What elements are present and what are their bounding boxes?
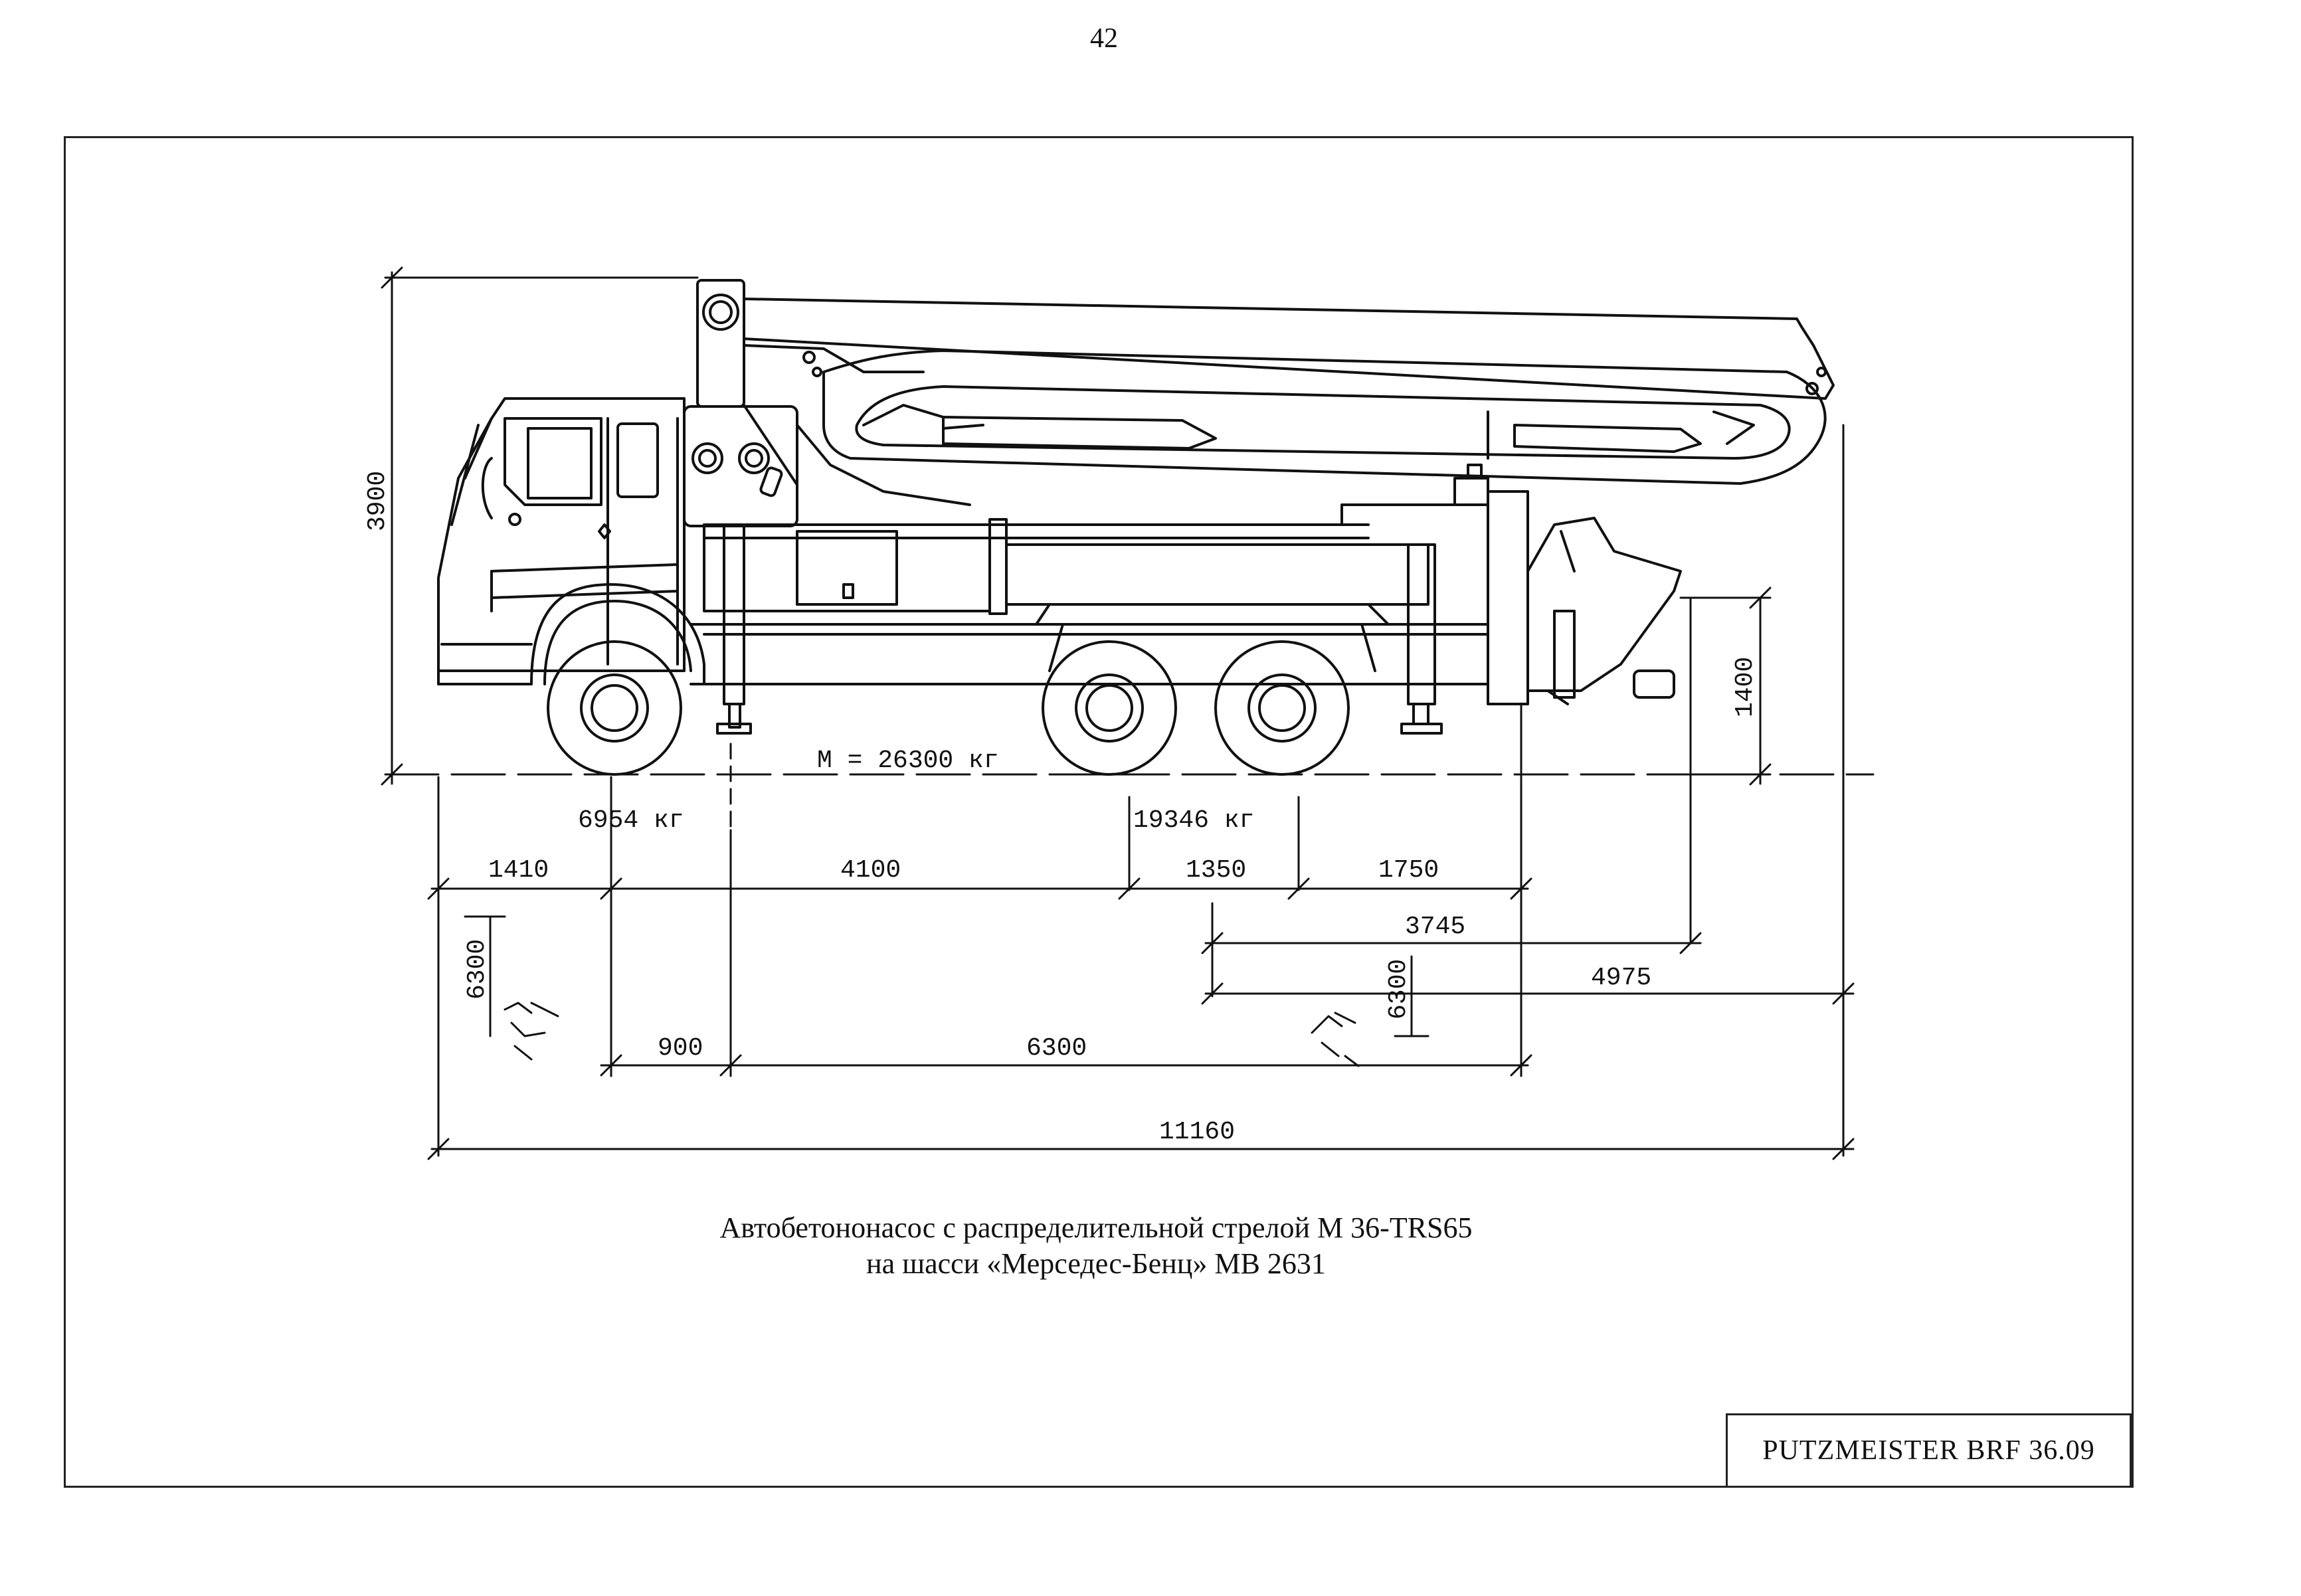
rear-wheel-1 — [1042, 640, 1177, 776]
dim-outrigger-left: 6300 — [463, 939, 492, 1000]
chassis — [690, 464, 1489, 735]
dim-height-hopper: 1400 — [1731, 657, 1760, 717]
dim-height-total: 3900 — [363, 471, 392, 531]
page-number: 42 — [1090, 23, 1118, 54]
axle-load-rear-label: 19346 кг — [1133, 806, 1254, 835]
dim-outrigger-right: 6300 — [1384, 959, 1413, 1020]
boom — [696, 279, 1835, 486]
turret — [683, 405, 971, 527]
front-wheel-arch — [530, 583, 705, 685]
mass-total-label: M = 26300 кг — [817, 747, 999, 775]
rear-wheel-2 — [1214, 640, 1350, 776]
axle-load-front-label: 6954 кг — [578, 806, 684, 835]
dim-1350: 1350 — [1186, 856, 1246, 885]
dim-4975: 4975 — [1591, 964, 1651, 992]
front-wheel — [547, 640, 682, 776]
wheels — [547, 640, 1350, 776]
dim-3745: 3745 — [1405, 913, 1465, 941]
caption-line-2: на шасси «Мерседес-Бенц» МВ 2631 — [866, 1247, 1326, 1280]
dim-6300-bottom: 6300 — [1026, 1034, 1087, 1063]
cab — [437, 397, 686, 685]
dimension-labels: 3900 1400 M = 26300 кг 6954 кг 19346 кг … — [363, 471, 1760, 1146]
dim-11160: 11160 — [1159, 1118, 1235, 1146]
dimension-lines — [381, 266, 1855, 1160]
rear-hopper — [1487, 490, 1682, 705]
caption-line-1: Автобетононасос с распределительной стре… — [719, 1211, 1473, 1244]
title-block: PUTZMEISTER BRF 36.09 — [1726, 1413, 2132, 1488]
dim-1750: 1750 — [1378, 856, 1439, 885]
dim-4100: 4100 — [840, 856, 901, 885]
dim-900: 900 — [658, 1034, 703, 1063]
drawing-caption: Автобетононасос с распределительной стре… — [531, 1210, 1661, 1282]
drawing-frame — [64, 136, 2134, 1488]
dim-1410: 1410 — [488, 856, 549, 885]
